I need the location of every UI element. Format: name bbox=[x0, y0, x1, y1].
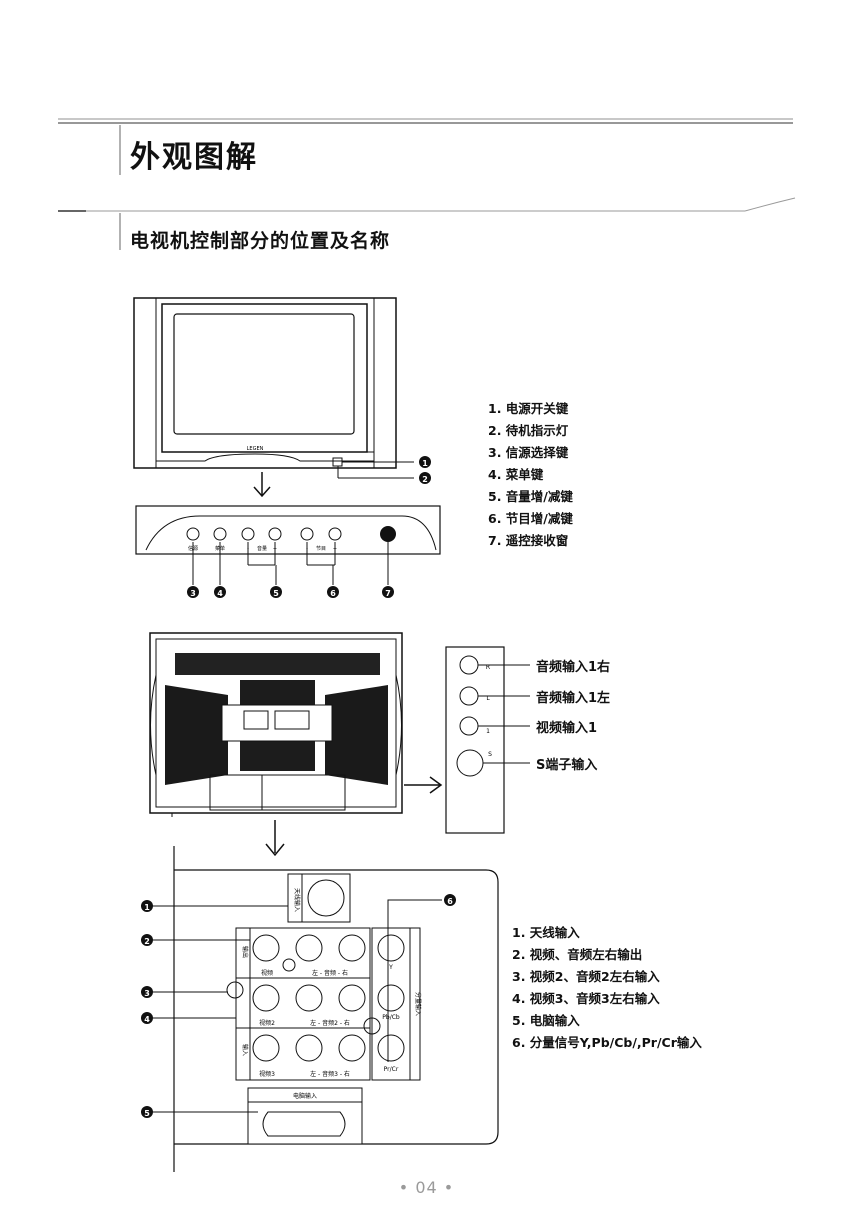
svg-text:视频3: 视频3 bbox=[259, 1070, 275, 1078]
svg-text:音量: 音量 bbox=[257, 545, 267, 552]
svg-text:Pr/Cr: Pr/Cr bbox=[384, 1066, 399, 1073]
rear-legend: 1. 天线输入 2. 视频、音频左右输出 3. 视频2、音频2左右输入 4. 视… bbox=[512, 922, 702, 1054]
svg-text:S: S bbox=[488, 751, 492, 758]
legend-item: 4. 视频3、音频3左右输入 bbox=[512, 991, 660, 1006]
legend-item: 3. 信源选择键 bbox=[488, 445, 569, 460]
legend-item: 2. 视频、音频左右输出 bbox=[512, 947, 643, 962]
legend-item: 6. 节目增/减键 bbox=[488, 511, 573, 526]
jack-label: 音频输入1右 bbox=[536, 660, 611, 675]
svg-text:2: 2 bbox=[422, 475, 428, 484]
legend-item: 7. 遥控接收窗 bbox=[488, 533, 569, 548]
page-number: • 04 • bbox=[398, 1178, 455, 1197]
antenna-jack bbox=[307, 879, 345, 917]
legend-item: 1. 天线输入 bbox=[512, 925, 580, 940]
svg-text:输入: 输入 bbox=[241, 1044, 249, 1056]
svg-text:左 - 音频2 - 右: 左 - 音频2 - 右 bbox=[310, 1019, 350, 1027]
svg-text:Y: Y bbox=[388, 964, 393, 971]
tv-front-cabinet bbox=[133, 297, 397, 469]
svg-text:1: 1 bbox=[486, 728, 490, 735]
svg-text:视频2: 视频2 bbox=[259, 1019, 275, 1027]
svg-text:1: 1 bbox=[422, 459, 428, 468]
svg-text:5: 5 bbox=[144, 1109, 150, 1118]
svg-text:4: 4 bbox=[217, 589, 223, 598]
arrow-down-icon bbox=[265, 820, 285, 857]
svg-text:节目: 节目 bbox=[316, 546, 326, 552]
svg-text:L: L bbox=[486, 695, 490, 702]
svg-text:7: 7 bbox=[385, 589, 391, 598]
brand-logo: LEGEN bbox=[247, 446, 264, 452]
svg-text:左 - 音频 - 右: 左 - 音频 - 右 bbox=[312, 969, 348, 977]
jack-label: 音频输入1左 bbox=[536, 691, 611, 706]
pc-vga-port bbox=[262, 1111, 346, 1137]
svg-text:5: 5 bbox=[273, 589, 279, 598]
svg-text:Pb/Cb: Pb/Cb bbox=[382, 1014, 400, 1021]
tv-screen bbox=[173, 313, 355, 435]
jack-label: S端子输入 bbox=[536, 758, 598, 773]
svg-text:R: R bbox=[486, 664, 490, 671]
legend-item: 6. 分量信号Y,Pb/Cb/,Pr/Cr输入 bbox=[512, 1035, 702, 1050]
section-title: 电视机控制部分的位置及名称 bbox=[130, 230, 391, 252]
svg-text:1: 1 bbox=[144, 903, 150, 912]
svg-text:分量输入: 分量输入 bbox=[414, 992, 422, 1016]
legend-item: 1. 电源开关键 bbox=[488, 401, 569, 416]
legend-item: 5. 电脑输入 bbox=[512, 1013, 580, 1028]
legend-item: 5. 音量增/减键 bbox=[488, 489, 573, 504]
page-title: 外观图解 bbox=[130, 140, 258, 175]
svg-text:天线输入: 天线输入 bbox=[293, 888, 301, 912]
svg-text:左 - 音频3 - 右: 左 - 音频3 - 右 bbox=[310, 1070, 350, 1078]
svg-text:6: 6 bbox=[330, 589, 336, 598]
svg-text:2: 2 bbox=[144, 937, 150, 946]
svg-text:3: 3 bbox=[190, 589, 196, 598]
svg-text:输出: 输出 bbox=[241, 946, 249, 958]
front-legend: 1. 电源开关键 2. 待机指示灯 3. 信源选择键 4. 菜单键 5. 音量增… bbox=[488, 398, 573, 552]
svg-text:电脑输入: 电脑输入 bbox=[293, 1092, 317, 1100]
legend-item: 2. 待机指示灯 bbox=[488, 423, 569, 438]
side-av-panel bbox=[445, 646, 505, 834]
legend-item: 4. 菜单键 bbox=[488, 467, 544, 482]
rear-view-diagram: R L 1 S bbox=[149, 632, 530, 857]
arrow-right-icon bbox=[404, 776, 443, 794]
svg-text:视频: 视频 bbox=[261, 969, 273, 977]
front-view-diagram: LEGEN 1 2 信源 菜单 - 音量 + - 节目 + 3 4 5 6 7 bbox=[133, 297, 441, 598]
terminal-panel-diagram: 天线输入 视频 左 - 音频 - 右 视频2 左 - 音频2 - 右 视频3 左… bbox=[141, 846, 499, 1172]
svg-text:3: 3 bbox=[144, 989, 150, 998]
legend-item: 3. 视频2、音频2左右输入 bbox=[512, 969, 660, 984]
ir-receiver-window bbox=[380, 526, 396, 542]
svg-text:6: 6 bbox=[447, 897, 453, 906]
svg-text:4: 4 bbox=[144, 1015, 150, 1024]
header-rules bbox=[58, 118, 796, 250]
jack-label: 视频输入1 bbox=[536, 721, 598, 736]
arrow-down-icon bbox=[253, 472, 271, 498]
